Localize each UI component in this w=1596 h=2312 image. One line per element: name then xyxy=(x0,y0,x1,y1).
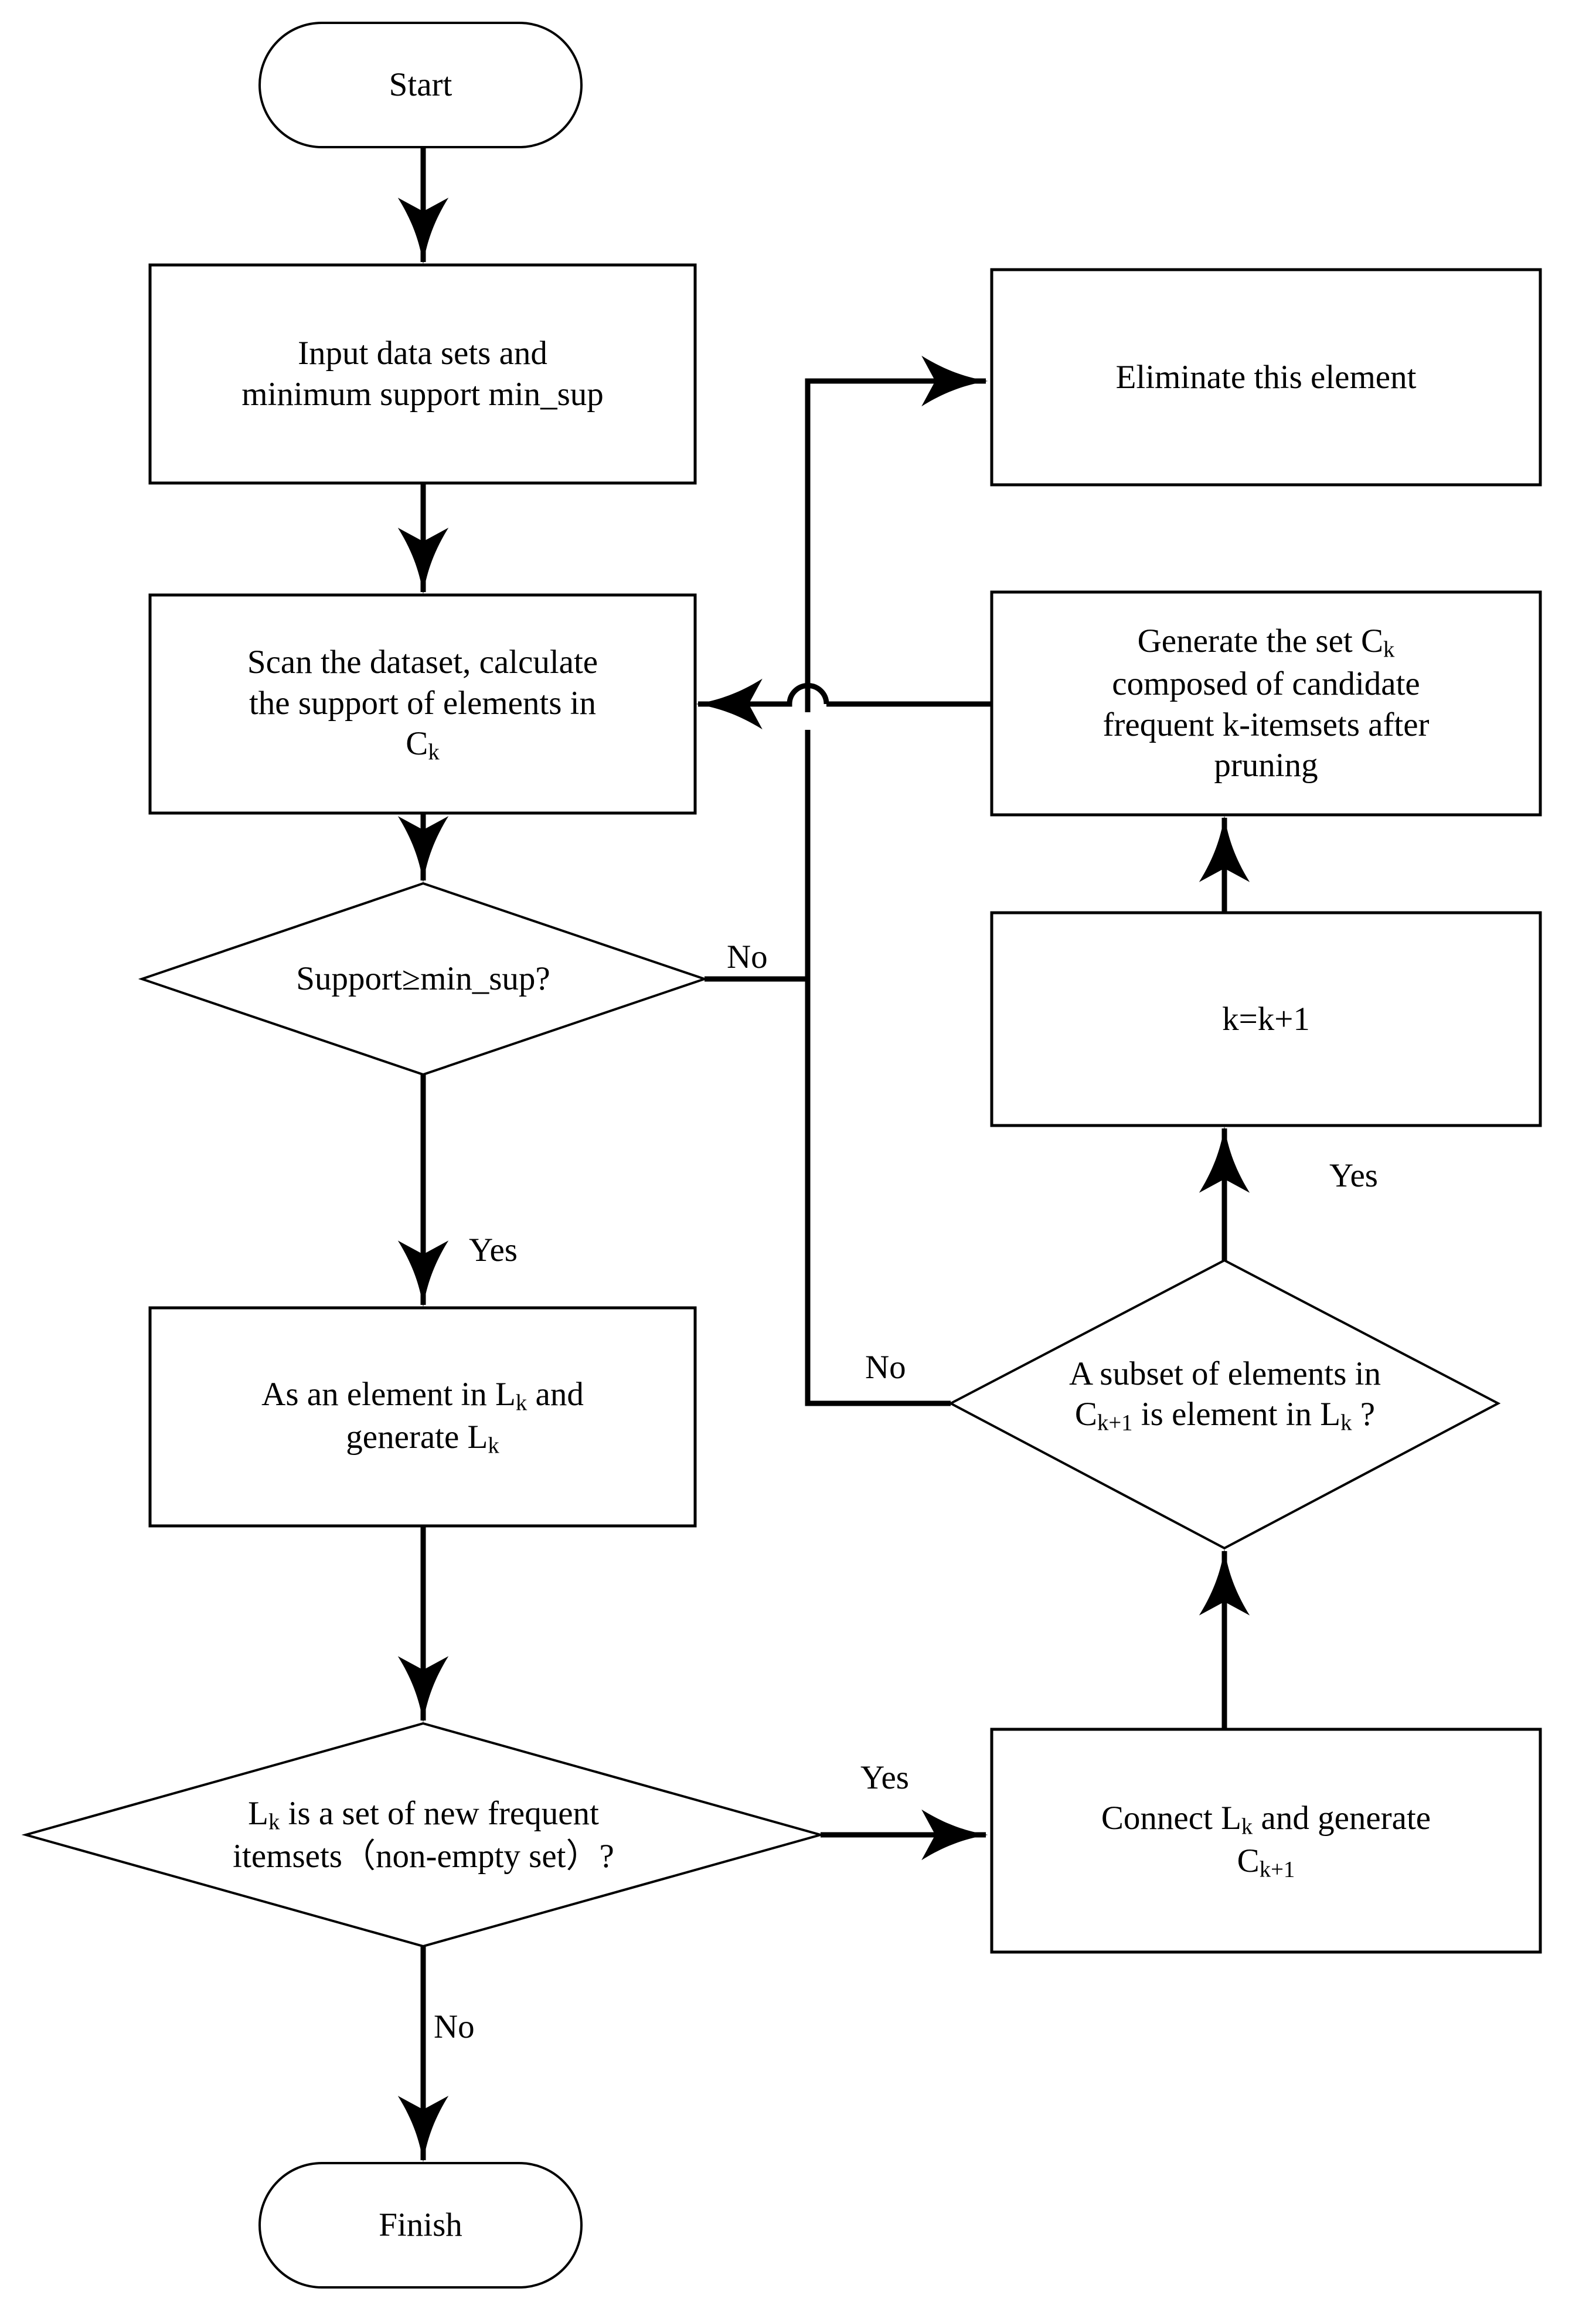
lk-decision-shape xyxy=(21,1722,825,1948)
input-shape xyxy=(148,263,697,485)
edge-label-subset-no: No xyxy=(865,1349,906,1386)
edge-label-lk-yes: Yes xyxy=(860,1759,909,1796)
generate-ck-shape xyxy=(990,590,1542,817)
edge-generate-to-scan xyxy=(698,686,992,705)
k-increment-shape xyxy=(990,911,1542,1127)
edge-label-support-no: No xyxy=(727,939,768,975)
edge-support-no-to-eliminate xyxy=(705,381,986,982)
eliminate-shape xyxy=(990,268,1542,487)
finish-shape xyxy=(258,2162,583,2289)
edge-label-subset-yes: Yes xyxy=(1329,1157,1378,1194)
connect-lk-shape xyxy=(990,1728,1542,1954)
start-shape xyxy=(258,22,583,148)
edge-label-lk-no: No xyxy=(434,2008,475,2045)
edge-subset-no xyxy=(805,979,951,1406)
subset-decision-shape xyxy=(948,1259,1501,1550)
as-element-shape xyxy=(148,1306,697,1528)
scan-shape xyxy=(148,593,697,815)
edge-label-support-yes: Yes xyxy=(469,1232,518,1269)
support-decision-shape xyxy=(138,882,709,1076)
